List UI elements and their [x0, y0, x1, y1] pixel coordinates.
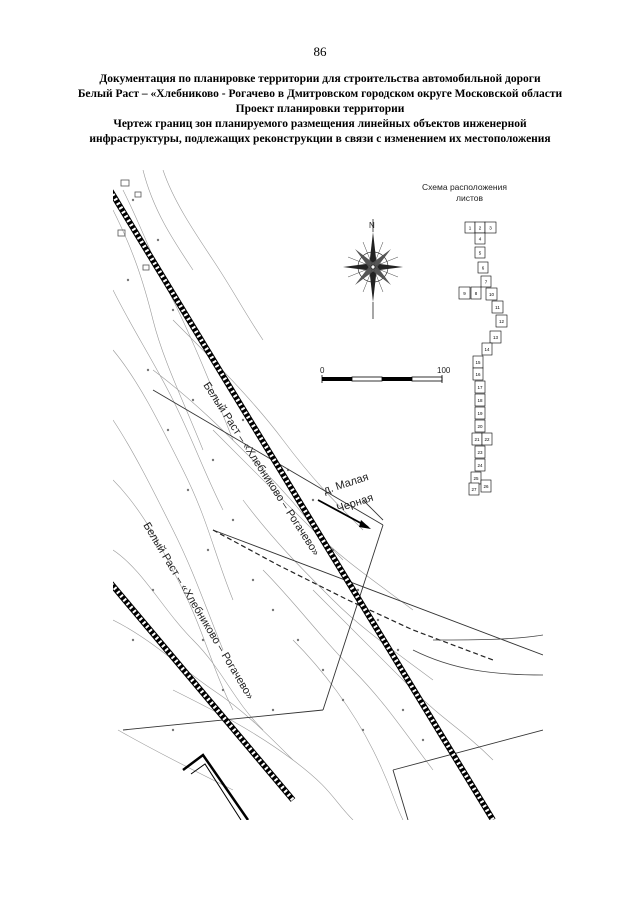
sheet-cell	[480, 479, 492, 493]
sheet-number-label: 14	[484, 347, 490, 352]
title-line-5: инфраструктуры, подлежащих реконструкции…	[89, 133, 551, 145]
sheet-number-label: 15	[475, 360, 481, 365]
village-label-line1: д. Малая	[322, 471, 370, 497]
sheet-number-label: 5	[479, 251, 482, 256]
sheet-cell	[489, 330, 502, 344]
sheet-number-label: 20	[477, 424, 483, 429]
sheet-number-label: 16	[475, 372, 481, 377]
sheet-scheme-title-line2: листов	[456, 193, 483, 203]
sheet-cell	[495, 314, 508, 328]
sheet-number-label: 8	[475, 291, 478, 296]
sheet-cell	[474, 406, 486, 420]
village-edge-line	[412, 649, 543, 676]
sheet-number-label: 1	[469, 226, 472, 231]
sheet-number-label: 21	[474, 437, 480, 442]
sheet-cell	[485, 287, 498, 301]
sheet-number-label: 9	[463, 291, 466, 296]
sheet-number-label: 6	[482, 266, 485, 271]
sheet-cell	[470, 286, 482, 300]
sheet-cell	[481, 342, 493, 356]
sheet-cell	[472, 367, 484, 381]
sheet-number-label: 12	[499, 319, 505, 324]
buildings	[117, 179, 150, 271]
sheet-number-label: 27	[471, 487, 477, 492]
document-title: Документация по планировке территории дл…	[20, 72, 620, 147]
sheet-number-label: 25	[473, 476, 479, 481]
scale-bar	[321, 375, 443, 383]
sheet-number-label: 22	[484, 437, 490, 442]
sheet-cell	[458, 286, 471, 300]
sheet-number-label: 18	[477, 398, 483, 403]
sheet-number-label: 10	[489, 292, 495, 297]
sheet-number-label: 3	[489, 226, 492, 231]
sheet-cell	[474, 445, 486, 459]
sheet-number-label: 13	[493, 335, 499, 340]
village-label-line2: Черная	[335, 492, 375, 515]
village-direction-arrow	[317, 499, 371, 529]
planning-map: Белый Раст – «Хлебниково – Рогачево» Бел…	[113, 170, 543, 820]
sheet-scheme-title-line1: Схема расположения	[422, 182, 507, 192]
sheet-number-label: 23	[477, 450, 483, 455]
village-edge-line-2	[432, 634, 543, 641]
highway-secondary	[113, 581, 296, 802]
title-line-3: Проект планировки территории	[235, 103, 405, 115]
title-line-1: Документация по планировке территории дл…	[99, 73, 541, 85]
sheet-cell	[474, 246, 486, 259]
compass-north-label: N	[369, 221, 375, 230]
sheet-cell	[484, 221, 497, 234]
sheet-cell	[474, 232, 486, 245]
sheet-number-label: 17	[477, 385, 483, 390]
sheet-cell	[474, 380, 486, 394]
compass-rose	[343, 219, 403, 319]
scale-label-end: 100	[437, 366, 451, 375]
sheet-number-label: 7	[485, 280, 488, 285]
sheet-cell	[474, 458, 486, 472]
sheet-cell	[477, 261, 489, 274]
sheet-number-label: 4	[479, 237, 482, 242]
scale-label-start: 0	[320, 366, 325, 375]
sheet-number-label: 2	[479, 226, 482, 231]
sheet-number-label: 24	[477, 463, 483, 468]
sheet-cell	[480, 275, 492, 288]
page-number: 86	[313, 44, 327, 59]
sheet-cell	[491, 300, 504, 314]
sheet-cell	[468, 482, 480, 496]
sheet-number-label: 11	[495, 305, 500, 310]
sheet-cell	[481, 432, 493, 446]
road-label-lower: Белый Раст – «Хлебниково – Рогачево»	[140, 520, 256, 701]
sheet-cell	[474, 393, 486, 407]
highway-main	[113, 189, 496, 820]
title-line-2: Белый Раст – «Хлебниково - Рогачево в Дм…	[77, 88, 563, 100]
title-line-4: Чертеж границ зон планируемого размещени…	[113, 118, 527, 130]
sheet-number-label: 26	[483, 484, 489, 489]
sheet-cell	[474, 419, 486, 433]
sheet-number-label: 19	[477, 411, 483, 416]
road-label-upper: Белый Раст – «Хлебниково – Рогачево»	[200, 380, 321, 558]
fenced-object	[182, 753, 250, 820]
